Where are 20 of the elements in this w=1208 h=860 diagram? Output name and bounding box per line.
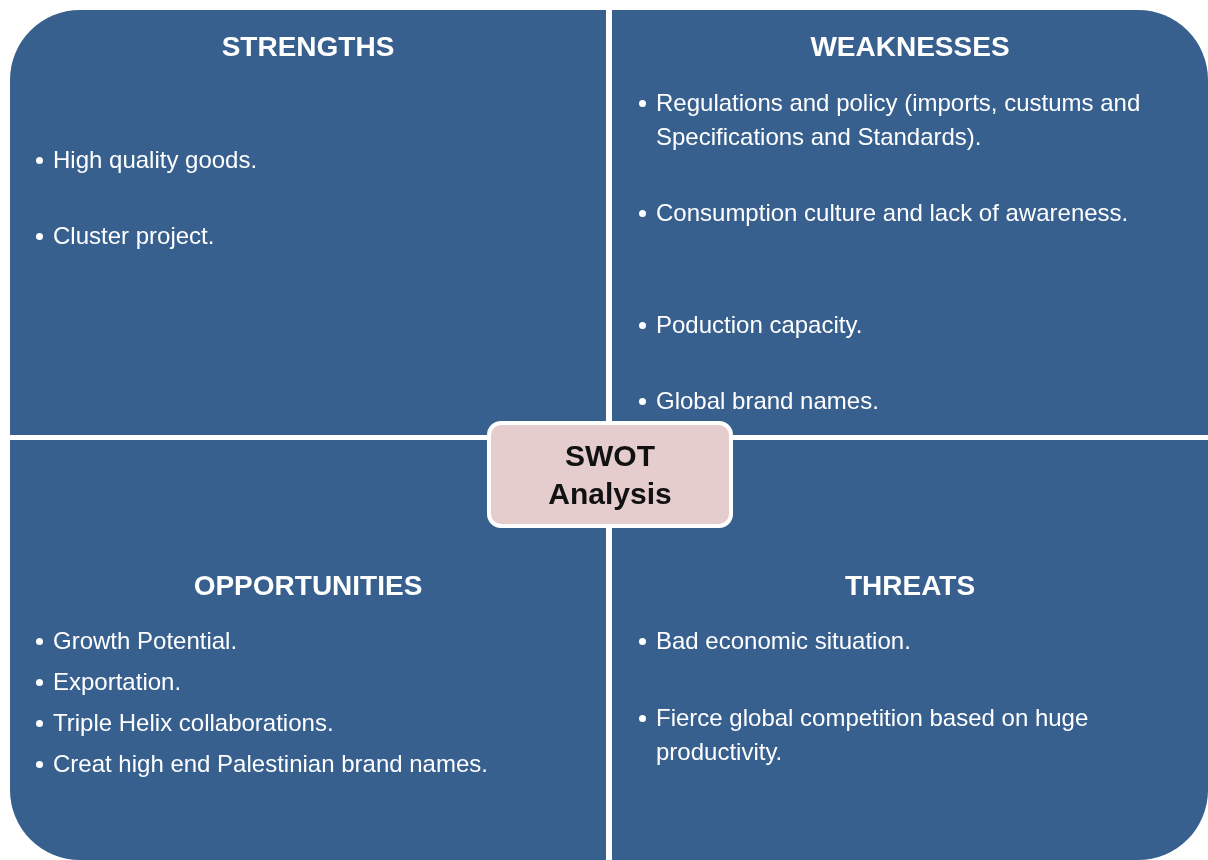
bullet-text: Cluster project.: [53, 221, 216, 251]
bullet-text: Triple Helix collaborations.: [53, 708, 335, 738]
bullet-text: Creat high end Palestinian brand names.: [53, 749, 489, 779]
bullet-text: Consumption culture and lack of awareness.: [656, 198, 1130, 228]
bullet-text: Regulations and policy (imports, custums and Specifications and Standards).: [656, 88, 1142, 152]
center-title: SWOT Analysis: [547, 437, 673, 512]
bullet-text: Poduction capacity.: [656, 310, 864, 340]
bullet-text: Global brand names.: [656, 386, 880, 416]
section-heading: THREATS: [843, 569, 977, 603]
bullet-text: Bad economic situation.: [656, 626, 912, 656]
quadrant-panel: [10, 10, 606, 435]
bullet-text: High quality goods.: [53, 145, 259, 175]
section-heading: WEAKNESSES: [809, 30, 1011, 64]
bullet-text: Fierce global competition based on huge productivity.: [656, 703, 1090, 767]
center-box: [487, 421, 733, 528]
bullet-text: Exportation.: [53, 667, 183, 697]
bullet-text: Growth Potential.: [53, 626, 239, 656]
quadrant-panel: [612, 10, 1208, 435]
section-heading: STRENGTHS: [220, 30, 396, 64]
section-heading: OPPORTUNITIES: [192, 569, 424, 603]
